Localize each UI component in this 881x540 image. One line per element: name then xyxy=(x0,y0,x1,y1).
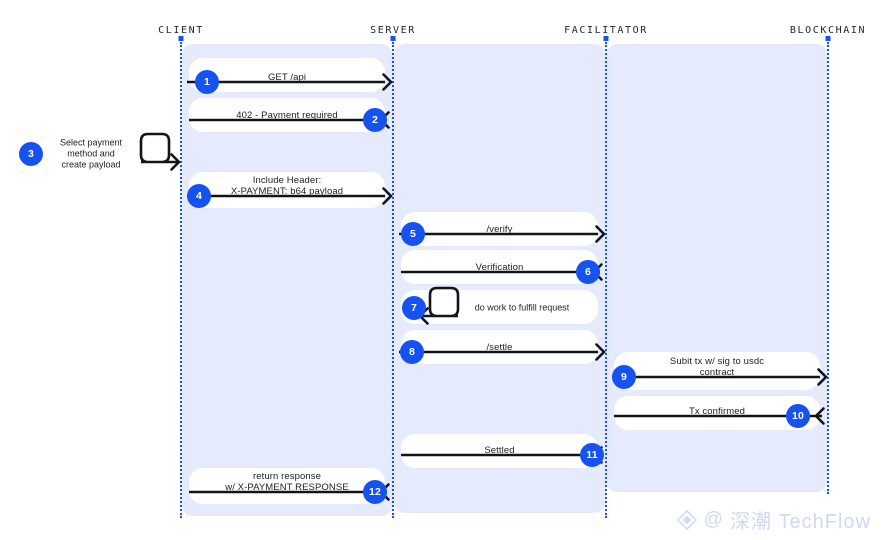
lifeline-server xyxy=(392,42,396,518)
step-5-arrow xyxy=(399,225,606,243)
step-1-label: GET /api xyxy=(267,72,307,83)
lane-label-client: CLIENT xyxy=(158,25,204,36)
lifeline-blockchain xyxy=(827,42,831,494)
step-badge-7[interactable]: 7 xyxy=(402,296,426,320)
step-9-label: Subit tx w/ sig to usdc contract xyxy=(669,356,765,378)
watermark: @ 深潮 TechFlow xyxy=(676,505,871,534)
diamond-logo-icon xyxy=(676,509,697,530)
message-row-background xyxy=(401,290,598,324)
step-badge-10[interactable]: 10 xyxy=(786,404,810,428)
step-badge-9[interactable]: 9 xyxy=(612,365,636,389)
message-row-background xyxy=(189,58,385,92)
watermark-text: 深潮 TechFlow xyxy=(729,511,871,533)
lane-anchor-facilitator xyxy=(603,36,609,41)
step-5-label: /verify xyxy=(486,224,513,235)
step-4-label: Include Header: X-PAYMENT: b64 payload xyxy=(230,175,344,197)
step-8-arrow xyxy=(399,343,606,361)
message-row-background xyxy=(401,250,598,284)
step-badge-4[interactable]: 4 xyxy=(187,184,211,208)
step-badge-6[interactable]: 6 xyxy=(576,260,600,284)
step-badge-3[interactable]: 3 xyxy=(19,142,43,166)
step-6-label: Verification xyxy=(475,262,524,273)
step-9-arrow xyxy=(612,368,828,386)
lane-label-facilitator: FACILITATOR xyxy=(564,25,648,36)
step-badge-11[interactable]: 11 xyxy=(580,443,604,467)
step-badge-5[interactable]: 5 xyxy=(401,222,425,246)
lane-anchor-blockchain xyxy=(825,36,831,41)
step-10-label: Tx confirmed xyxy=(688,406,746,417)
step-3-label: Select payment method and create payload xyxy=(59,137,123,170)
step-11-label: Settled xyxy=(484,445,515,456)
step-4-arrow xyxy=(187,187,393,205)
message-row-background xyxy=(189,468,385,504)
step-12-label: return response w/ X-PAYMENT RESPONSE xyxy=(225,471,349,493)
step-8-label: /settle xyxy=(486,342,513,353)
step-7-label: do work to fulfill request xyxy=(474,302,570,313)
message-row-background xyxy=(401,330,598,364)
message-row-background xyxy=(401,212,598,246)
lane-anchor-client xyxy=(178,36,184,41)
lane-label-server: SERVER xyxy=(370,25,416,36)
step-badge-8[interactable]: 8 xyxy=(400,340,424,364)
lane-anchor-server xyxy=(390,36,396,41)
message-row-background xyxy=(189,172,385,208)
step-3-arrow xyxy=(139,132,181,171)
message-row-background xyxy=(614,352,820,390)
message-row-background xyxy=(401,434,598,468)
message-row-background xyxy=(614,396,820,430)
step-2-label: 402 - Payment required xyxy=(236,110,338,121)
step-badge-2[interactable]: 2 xyxy=(363,108,387,132)
lifeline-client xyxy=(180,42,184,518)
step-1-arrow xyxy=(187,73,393,91)
step-badge-12[interactable]: 12 xyxy=(363,480,387,504)
step-badge-1[interactable]: 1 xyxy=(195,70,219,94)
watermark-at: @ xyxy=(703,508,724,530)
message-row-background xyxy=(189,98,385,132)
lane-label-blockchain: BLOCKCHAIN xyxy=(789,25,867,36)
lifeline-facilitator xyxy=(605,42,609,518)
